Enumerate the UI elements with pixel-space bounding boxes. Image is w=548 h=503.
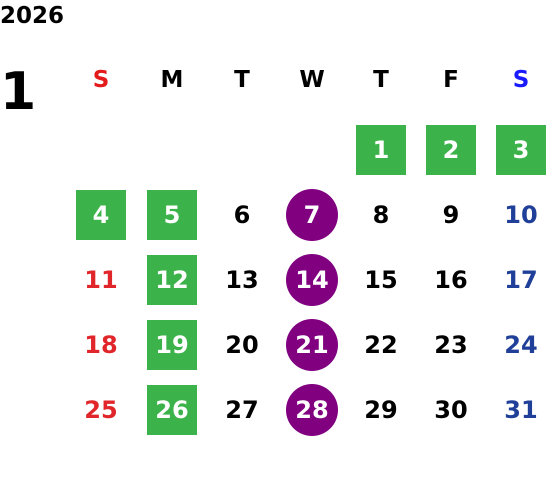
day-17[interactable]: 17 <box>504 266 538 294</box>
day-6[interactable]: 6 <box>233 201 251 229</box>
day-29[interactable]: 29 <box>364 396 398 424</box>
day-20[interactable]: 20 <box>225 331 259 359</box>
holiday-day-19[interactable]: 19 <box>147 320 197 370</box>
event-day-21[interactable]: 21 <box>286 319 338 371</box>
weekday-header-6: S <box>512 67 530 93</box>
day-24[interactable]: 24 <box>504 331 538 359</box>
day-27[interactable]: 27 <box>225 396 259 424</box>
day-8[interactable]: 8 <box>372 201 390 229</box>
day-18[interactable]: 18 <box>84 331 118 359</box>
holiday-day-12[interactable]: 12 <box>147 255 197 305</box>
day-31[interactable]: 31 <box>504 396 538 424</box>
year-label: 2026 <box>0 3 65 29</box>
day-15[interactable]: 15 <box>364 266 398 294</box>
day-9[interactable]: 9 <box>442 201 460 229</box>
day-25[interactable]: 25 <box>84 396 118 424</box>
day-22[interactable]: 22 <box>364 331 398 359</box>
weekday-header-4: T <box>373 67 389 93</box>
weekday-header-5: F <box>443 67 459 93</box>
holiday-day-5[interactable]: 5 <box>147 190 197 240</box>
holiday-day-4[interactable]: 4 <box>76 190 126 240</box>
day-13[interactable]: 13 <box>225 266 259 294</box>
weekday-header-2: T <box>234 67 250 93</box>
day-11[interactable]: 11 <box>84 266 118 294</box>
holiday-day-3[interactable]: 3 <box>496 125 546 175</box>
event-day-28[interactable]: 28 <box>286 384 338 436</box>
event-day-14[interactable]: 14 <box>286 254 338 306</box>
weekday-header-1: M <box>160 67 184 93</box>
weekday-header-3: W <box>299 67 325 93</box>
holiday-day-26[interactable]: 26 <box>147 385 197 435</box>
event-day-7[interactable]: 7 <box>286 189 338 241</box>
day-16[interactable]: 16 <box>434 266 468 294</box>
month-number: 1 <box>0 62 37 122</box>
day-10[interactable]: 10 <box>504 201 538 229</box>
day-23[interactable]: 23 <box>434 331 468 359</box>
weekday-header-0: S <box>92 67 110 93</box>
holiday-day-2[interactable]: 2 <box>426 125 476 175</box>
holiday-day-1[interactable]: 1 <box>356 125 406 175</box>
day-30[interactable]: 30 <box>434 396 468 424</box>
